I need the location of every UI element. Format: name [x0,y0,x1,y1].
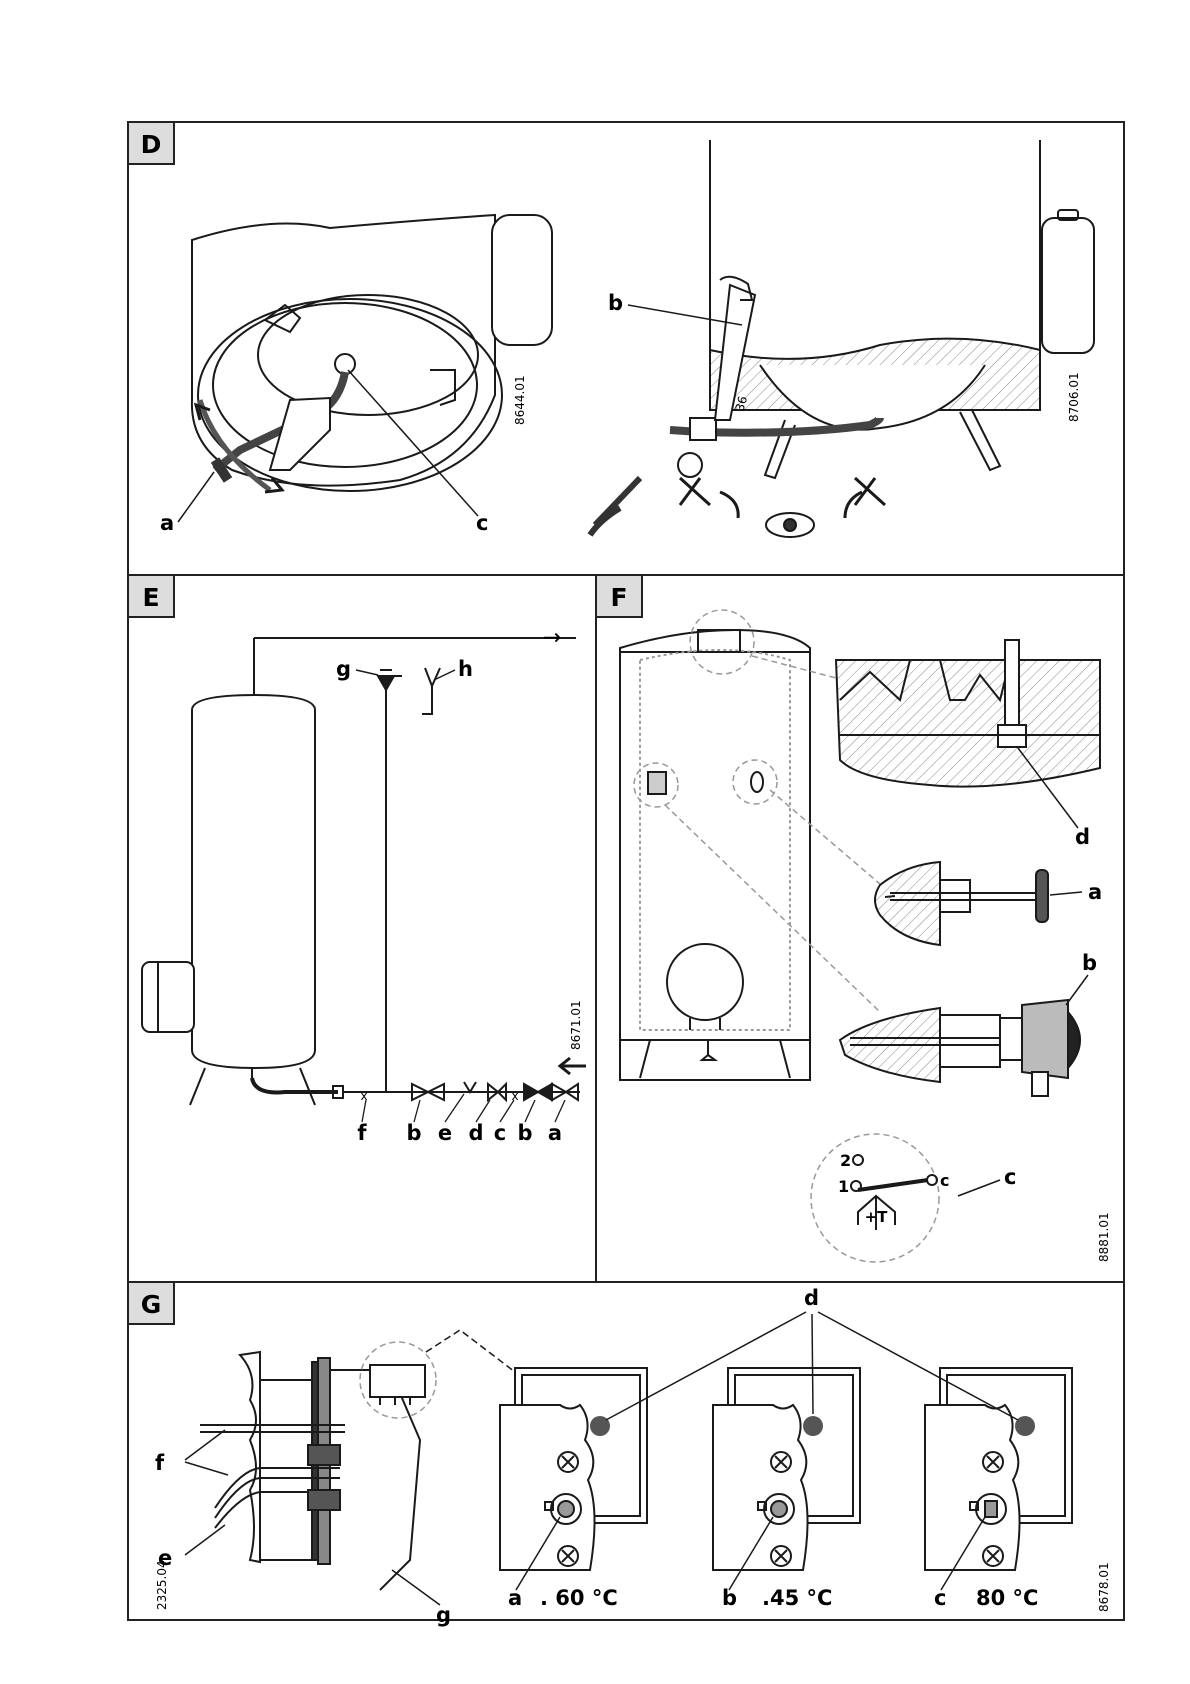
marker-dot-c [1015,1416,1035,1436]
flow-arrow: → [543,626,561,651]
valve-label-c: c [494,1121,506,1145]
label-f-c: c [1004,1165,1016,1189]
label-d-a: a [160,511,174,535]
label-f-d: d [1075,825,1090,849]
code-8881: 8881.01 [1097,1212,1111,1262]
leader-f-b [1065,974,1089,1006]
switch-common: c [940,1171,949,1190]
leader-d-b [627,304,743,326]
label-g-g: g [436,1603,451,1627]
valve-label-f: f [357,1121,367,1145]
knob-temp-c: 80 °C [976,1586,1038,1610]
detail-thermostat [838,998,1081,1097]
label-g-e: e [158,1546,172,1570]
cross-mark-1: x [360,1089,367,1103]
leader-d-c [347,369,479,517]
label-f-b: b [1082,951,1097,975]
switch-pos1: 1 [838,1177,849,1196]
code-8671: 8671.01 [569,1000,583,1050]
tank-bottom-illustration [587,140,1095,538]
knob-label-a: a [508,1586,522,1610]
leader-f-d [1017,747,1079,829]
panel-d: D a c 8644.01 [127,121,1095,538]
label-e-h: h [458,657,473,681]
label-g-f: f [155,1451,165,1475]
valve-label-d: d [468,1121,483,1145]
zoom-leader-g [425,1329,516,1373]
leader-f-c [957,1179,1001,1197]
leader-g-e [184,1524,226,1556]
leader-f-a [1049,891,1083,896]
leader-e-h [433,669,456,681]
leader-lines-e [361,1093,566,1123]
leaders-g-d [605,1311,1019,1421]
label-g-d: d [804,1286,819,1310]
knob-unit-b [712,1367,861,1571]
detail-switch: 2 1 c +T [810,1133,949,1263]
panel-d-title-box [127,121,175,165]
marker-dot-a [590,1416,610,1436]
knob-temp-a: . 60 °C [540,1586,618,1610]
leaders-g-knobs [515,1516,986,1591]
panel-g-title-box [127,1281,175,1325]
leader-g-g [391,1569,441,1606]
outer-frame [127,121,1125,1621]
code-2325: 2325.04 [155,1560,169,1610]
leader-g-f1 [184,1429,226,1461]
panel-e-title-box [127,574,175,618]
valve-label-e: e [438,1121,452,1145]
label-f-a: a [1088,880,1102,904]
switch-symbol: +T [865,1208,889,1226]
wrench-size: 36 [733,394,750,412]
panel-d-title: D [141,130,162,159]
label-e-g: g [336,657,351,681]
leader-g-f2 [184,1461,229,1476]
zoom-circles [633,609,881,1013]
cross-mark-2: x [511,1089,518,1103]
knob-unit-a [499,1367,648,1571]
panel-g-title: G [141,1290,162,1319]
valve-label-b2: b [517,1121,532,1145]
panel-f-title-box [595,574,643,618]
leader-e-g [355,669,379,676]
code-8678: 8678.01 [1097,1562,1111,1612]
panel-f: F [595,574,1111,1263]
valve-labels: f b e d c b a [357,1121,562,1145]
knob-label-c: c [934,1586,946,1610]
leader-d-a [177,471,215,523]
panel-e-title: E [142,583,159,612]
label-d-c: c [476,511,488,535]
zoom-circle-g [359,1341,437,1419]
flange-illustration [190,213,553,494]
panel-e: E → x x [127,574,586,1145]
code-8706: 8706.01 [1067,372,1081,422]
code-8644: 8644.01 [513,375,527,425]
valve-label-b1: b [406,1121,421,1145]
flange-section [200,1350,426,1591]
marker-dot-b [803,1416,823,1436]
valve-line [343,667,586,1103]
storage-tank [141,637,576,1106]
detail-thermometer [874,860,1049,947]
valve-label-a: a [548,1121,562,1145]
panel-g: G f e g 2325.04 [127,1281,1111,1627]
detail-anode [834,639,1101,788]
switch-pos2: 2 [840,1151,851,1170]
label-d-b: b [608,291,623,315]
tank-front-view [619,628,811,1081]
panel-f-title: F [610,583,627,612]
knob-temp-b: .45 °C [762,1586,832,1610]
knob-label-b: b [722,1586,737,1610]
knob-unit-c [924,1367,1073,1571]
